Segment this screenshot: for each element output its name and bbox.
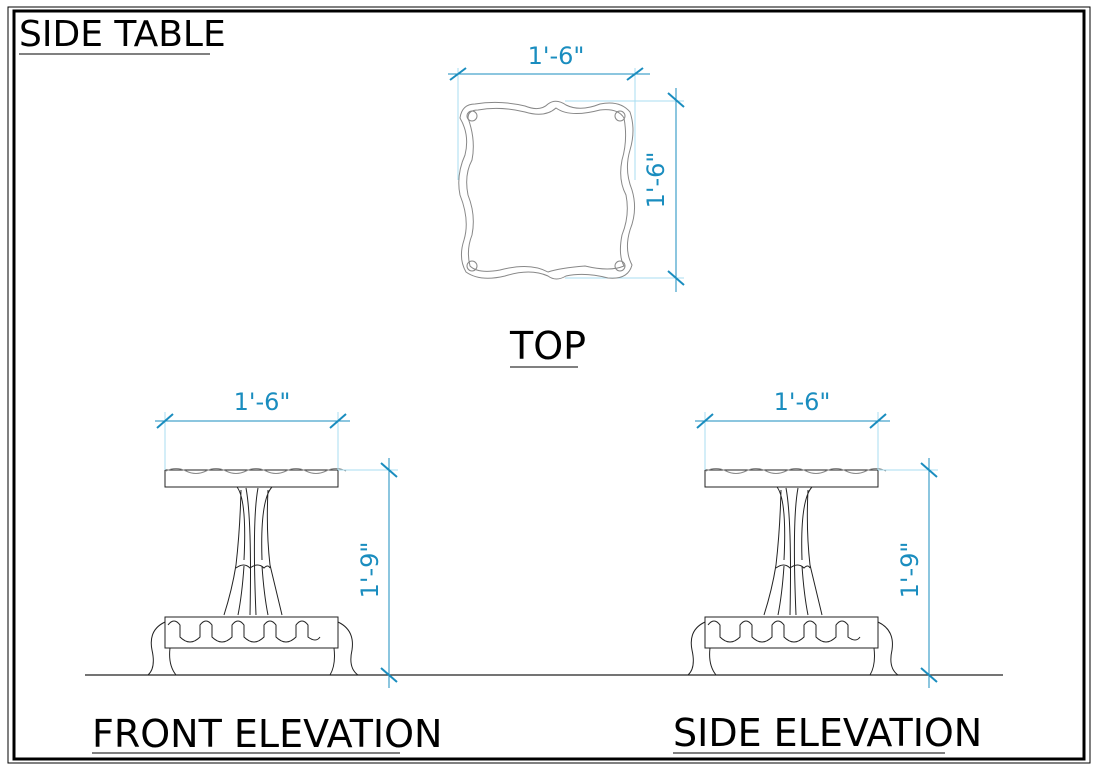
inner-frame [12,9,1086,761]
front-elevation: 1'-6" 1'-9" [147,388,398,688]
side-width-label: 1'-6" [774,388,831,416]
sheet-title: SIDE TABLE [19,14,226,55]
side-elevation: 1'-6" 1'-9" [687,388,938,688]
front-width-label: 1'-6" [234,388,291,416]
top-view: 1'-6" 1'-6" [448,42,685,292]
top-view-label: TOP [509,324,586,368]
front-elevation-label: FRONT ELEVATION [92,712,442,756]
front-height-label: 1'-9" [356,542,384,599]
side-height-label: 1'-9" [896,542,924,599]
table-top-outline [458,100,636,280]
top-width-label: 1'-6" [528,42,585,70]
top-depth-label: 1'-6" [642,152,670,209]
table-elevation-drawing [147,468,359,676]
outer-frame [7,6,1091,764]
side-elevation-label: SIDE ELEVATION [673,711,982,755]
table-elevation-drawing [687,468,899,676]
